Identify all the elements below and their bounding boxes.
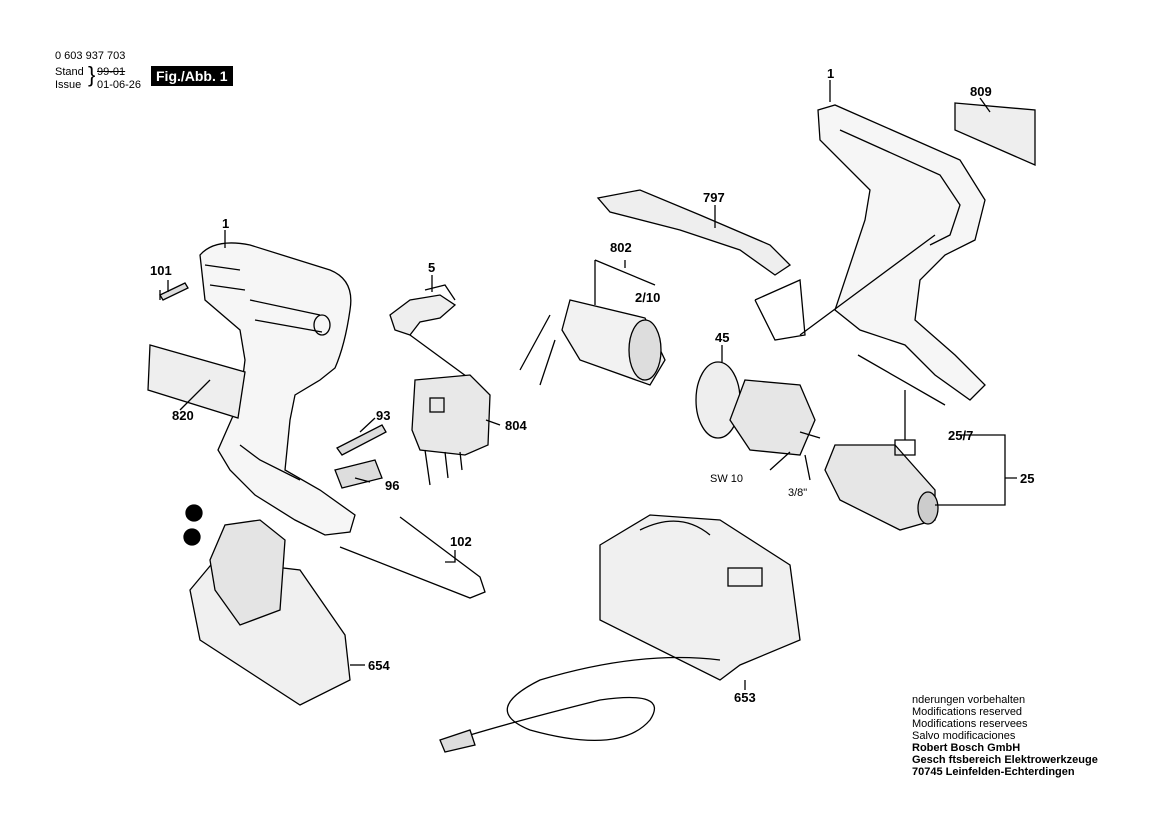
bit-drawing [336,424,387,456]
issue-label: Issue [55,79,82,91]
cable-drawing [469,656,721,742]
note-line-2: Modifications reserved [912,706,1023,718]
housing-right-drawing [817,104,986,401]
motor-drawing [519,299,666,386]
nameplate-right-drawing [954,102,1036,166]
switch-clip-drawing [389,284,457,336]
stand-label: Stand [55,66,84,78]
label-nameplate-right: 809 [970,84,992,99]
label-thread: 3/8" [788,487,807,499]
strap-drawing [596,189,792,276]
label-motor-sub: 2/10 [635,290,660,305]
label-screw: 101 [150,263,172,278]
label-bit-holder: 96 [385,478,399,493]
figure-label: Fig./Abb. 1 [151,66,233,86]
nameplate-left-drawing [147,344,246,419]
label-charger: 653 [734,690,756,705]
label-sw: SW 10 [710,473,743,485]
part-number: 0 603 937 703 [55,50,126,62]
note-line-4: Salvo modificaciones [912,730,1016,742]
note-line-5: Robert Bosch GmbH [912,742,1021,754]
note-line-6: Gesch ftsbereich Elektrowerkzeuge [912,754,1098,766]
label-nameplate-left: 820 [172,408,194,423]
stand-value: 99-01 [97,66,126,78]
spring-clip-drawing [339,516,486,599]
bit-holder-drawing [334,459,383,489]
notes-block: nderungen vorbehalten Modifications rese… [912,694,1098,778]
screw-drawing [159,282,189,301]
label-housing-right: 1 [827,66,834,81]
chuck-key-drawing [857,354,946,456]
label-motor: 802 [610,240,632,255]
battery-drawing [183,504,351,706]
charger-drawing [599,514,801,681]
issue-value: 01-06-26 [97,79,142,91]
label-switch-clip: 5 [428,260,435,275]
label-strap: 797 [703,190,725,205]
label-chuck-key: 25/7 [948,428,973,443]
housing-left-drawing [199,242,356,536]
label-switch: 804 [505,418,527,433]
note-line-1: nderungen vorbehalten [912,694,1026,706]
label-gearbox: 45 [715,330,729,345]
gearbox-drawing [695,361,821,456]
chuck-drawing [824,444,939,531]
label-spring-clip: 102 [450,534,472,549]
brace: } [88,62,96,87]
label-chuck: 25 [1020,471,1034,486]
note-line-3: Modifications reservees [912,718,1028,730]
label-bit: 93 [376,408,390,423]
note-line-7: 70745 Leinfelden-Echterdingen [912,766,1075,778]
switch-drawing [411,374,491,486]
plug-drawing [439,729,476,753]
label-housing-left: 1 [222,216,229,231]
label-battery: 654 [368,658,390,673]
